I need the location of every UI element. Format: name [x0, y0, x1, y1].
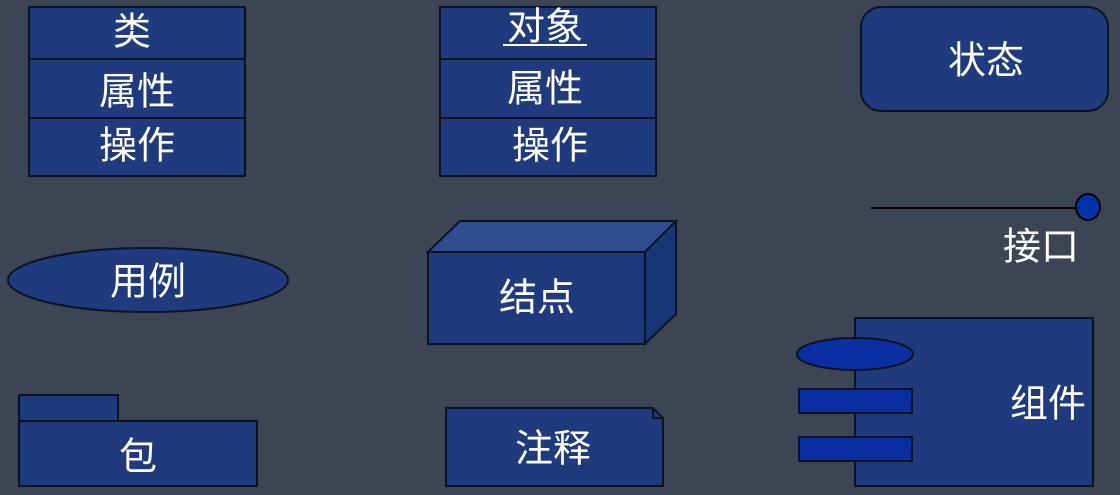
note-shape: 注释 — [445, 407, 664, 487]
class-attributes-label: 属性 — [99, 70, 175, 114]
class-name-compartment — [28, 6, 246, 60]
class-operations-compartment — [28, 117, 246, 177]
object-operations-compartment — [439, 117, 657, 177]
class-shape: 类 属性 操作 — [28, 6, 246, 177]
class-attributes-compartment — [28, 58, 246, 119]
class-operations-label: 操作 — [99, 124, 175, 168]
object-shape: 对象 属性 操作 — [439, 5, 657, 177]
object-name-label: 对象 — [507, 5, 583, 49]
object-operations-label: 操作 — [512, 124, 588, 168]
state-rounded-rectangle — [860, 6, 1109, 112]
use-case-ellipse — [7, 247, 289, 313]
object-attributes-label: 属性 — [507, 67, 583, 111]
package-label: 包 — [119, 435, 157, 479]
note-label: 注释 — [515, 427, 591, 471]
class-name-label: 类 — [113, 10, 151, 54]
interface-lollipop-icon — [1075, 193, 1101, 221]
node-shape: 结点 — [425, 218, 679, 347]
node-top-face — [425, 220, 679, 253]
package-tab — [18, 394, 119, 423]
component-label: 组件 — [1010, 382, 1086, 426]
note-fold-icon — [652, 408, 663, 419]
interface-label: 接口 — [1003, 225, 1079, 269]
package-body — [18, 420, 258, 487]
state-shape: 状态 — [860, 6, 1109, 112]
node-front-face — [427, 251, 646, 345]
use-case-label: 用例 — [110, 260, 186, 304]
note-body — [445, 407, 664, 487]
object-name-compartment — [439, 6, 657, 60]
interface-shape: 接口 — [871, 193, 1101, 269]
state-label: 状态 — [948, 39, 1024, 83]
component-port-bar-bottom-icon — [798, 436, 913, 462]
package-shape: 包 — [18, 394, 258, 487]
use-case-shape: 用例 — [7, 247, 289, 313]
component-port-ellipse-icon — [796, 337, 914, 371]
node-label: 结点 — [499, 276, 575, 320]
component-port-bar-top-icon — [798, 388, 913, 414]
component-shape: 组件 — [796, 317, 1094, 487]
